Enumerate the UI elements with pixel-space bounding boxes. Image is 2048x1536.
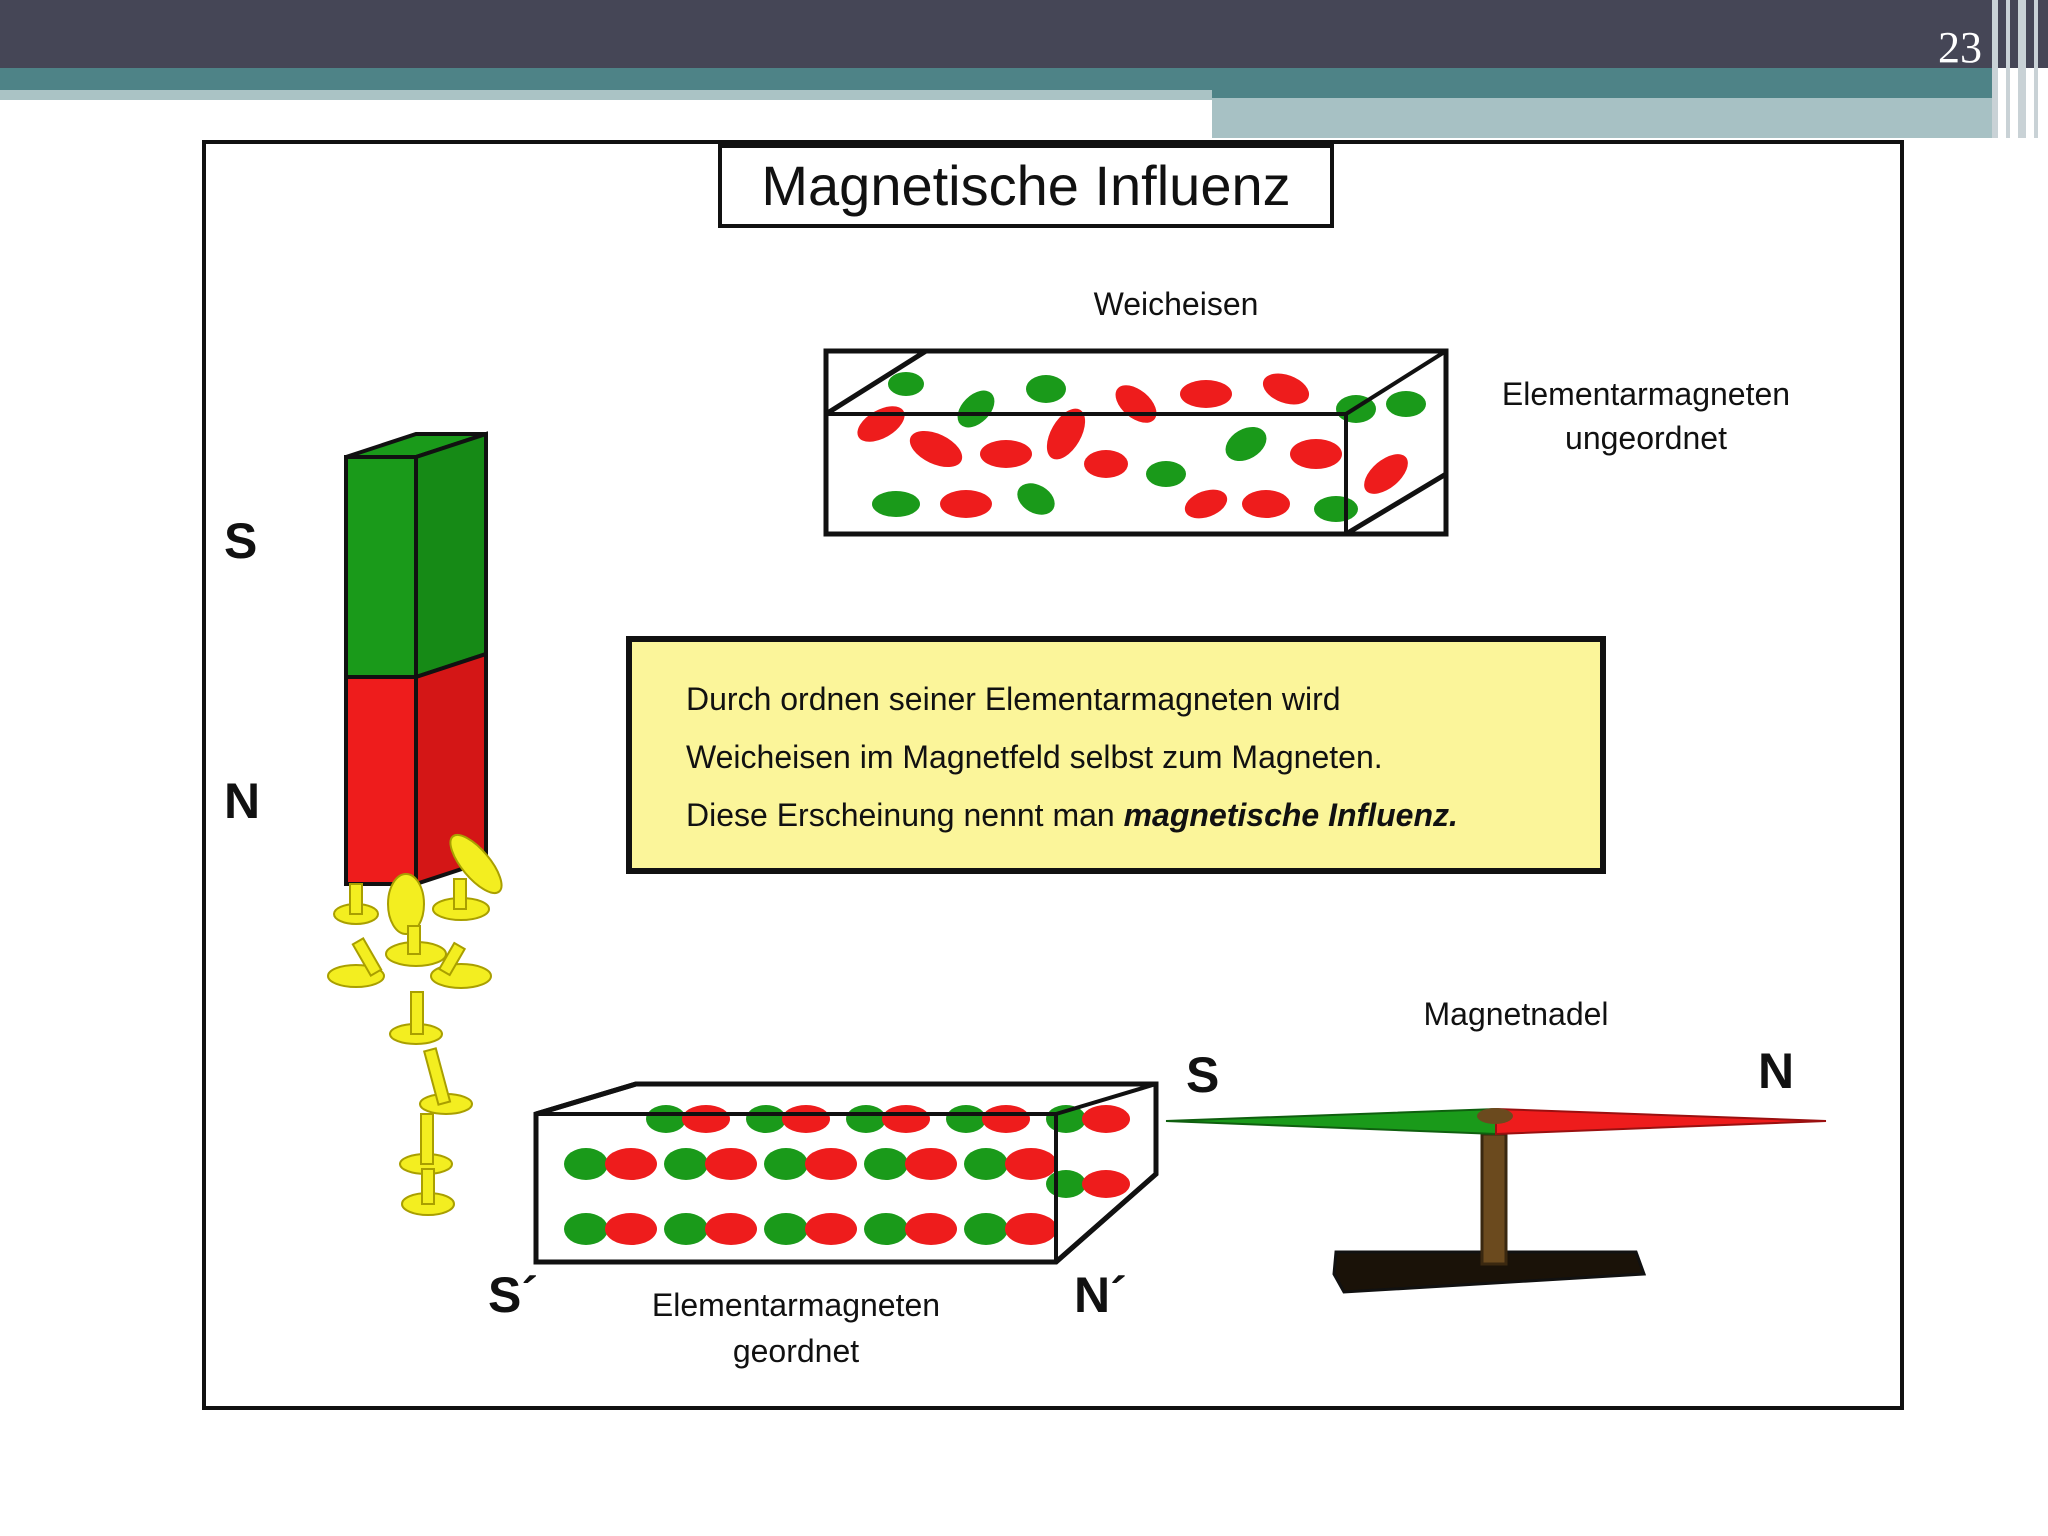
diagram-artwork bbox=[327, 348, 1827, 1294]
magnet-needle-label: Magnetnadel bbox=[1423, 996, 1609, 1032]
header-decoration bbox=[1992, 0, 2048, 138]
explanation-line-3: Diese Erscheinung nennt man magnetische … bbox=[686, 786, 1600, 844]
soft-iron-label: Weicheisen bbox=[1093, 286, 1259, 322]
slide-number: 23 bbox=[1938, 23, 1982, 72]
header-accent-light bbox=[0, 90, 1212, 100]
explanation-line-2: Weicheisen im Magnetfeld selbst zum Magn… bbox=[686, 739, 1383, 775]
needle-south-pole: S bbox=[1186, 1047, 1220, 1103]
bar-magnet-south-pole: S bbox=[224, 513, 258, 569]
explanation-line-1: Durch ordnen seiner Elementarmagneten wi… bbox=[686, 681, 1341, 717]
diagram-title: Magnetische Influenz bbox=[718, 144, 1334, 228]
random-domains bbox=[857, 372, 1426, 522]
aligned-domain-row-1 bbox=[564, 1148, 1057, 1180]
aligned-domain-row-2 bbox=[564, 1213, 1057, 1245]
soft-iron-ordered bbox=[533, 1081, 1159, 1265]
explanation-line-3-prefix: Diese Erscheinung nennt man bbox=[686, 797, 1124, 833]
ordered-bar-north-pole: N´ bbox=[1074, 1267, 1127, 1323]
ordered-domains-label: Elementarmagneten geordnet bbox=[606, 1282, 986, 1374]
bar-magnet-north-pole: N bbox=[224, 773, 261, 829]
explanation-emphasis: magnetische Influenz. bbox=[1123, 797, 1458, 833]
title-bar bbox=[0, 0, 2048, 68]
unordered-domains-label: Elementarmagneten ungeordnet bbox=[1466, 372, 1826, 460]
ordered-label-line-2: geordnet bbox=[732, 1333, 860, 1369]
magnetic-induction-figure: Magnetische Influenz Weicheisen Elementa… bbox=[202, 140, 1904, 1410]
bar-magnet bbox=[344, 431, 488, 887]
unordered-label-line-1: Elementarmagneten bbox=[1501, 376, 1791, 412]
unordered-label-line-2: ungeordnet bbox=[1565, 420, 1727, 456]
header-accent-right-dark bbox=[1212, 68, 1992, 98]
aligned-domains bbox=[564, 1105, 1130, 1245]
needle-north-pole: N bbox=[1758, 1043, 1795, 1099]
magnet-needle bbox=[1165, 1107, 1827, 1294]
explanation-box: Durch ordnen seiner Elementarmagneten wi… bbox=[626, 636, 1606, 874]
nail-chain bbox=[327, 833, 503, 1216]
header-accent-teal bbox=[0, 68, 1212, 90]
ordered-label-line-1: Elementarmagneten bbox=[651, 1287, 941, 1323]
soft-iron-unordered bbox=[823, 348, 1449, 537]
ordered-bar-south-pole: S´ bbox=[488, 1267, 538, 1323]
